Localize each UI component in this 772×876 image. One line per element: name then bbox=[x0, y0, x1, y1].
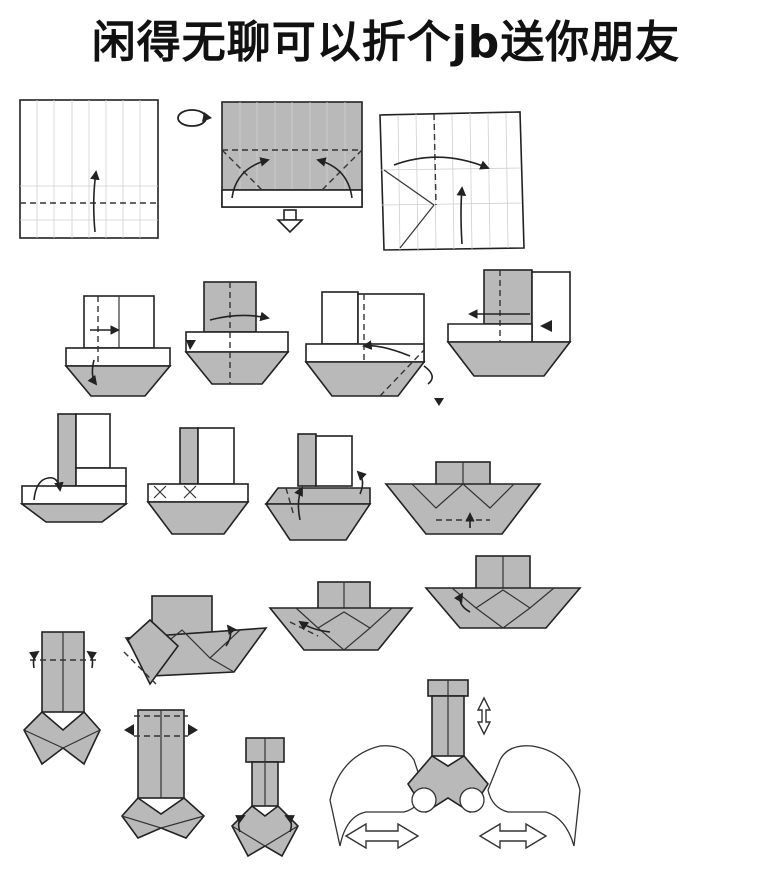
step-15 bbox=[424, 555, 582, 629]
step-7 bbox=[446, 269, 572, 377]
step-13 bbox=[123, 595, 268, 686]
step-14 bbox=[268, 581, 414, 651]
step-3-square bbox=[379, 111, 525, 251]
step-6 bbox=[304, 291, 444, 406]
step-1-square bbox=[19, 99, 159, 239]
step-4 bbox=[64, 295, 172, 397]
step-2-gray-square bbox=[221, 101, 363, 234]
step-12 bbox=[23, 631, 101, 766]
page-title: 闲得无聊可以折个jb送你朋友 bbox=[91, 17, 681, 68]
step-10 bbox=[264, 433, 372, 541]
final-step-hands bbox=[329, 679, 581, 850]
flip-over-icon bbox=[177, 109, 212, 127]
step-8 bbox=[19, 413, 129, 523]
step-5 bbox=[184, 281, 290, 385]
step-11 bbox=[384, 461, 542, 535]
step-17 bbox=[231, 737, 299, 858]
step-16 bbox=[120, 709, 206, 839]
step-9 bbox=[146, 427, 250, 535]
